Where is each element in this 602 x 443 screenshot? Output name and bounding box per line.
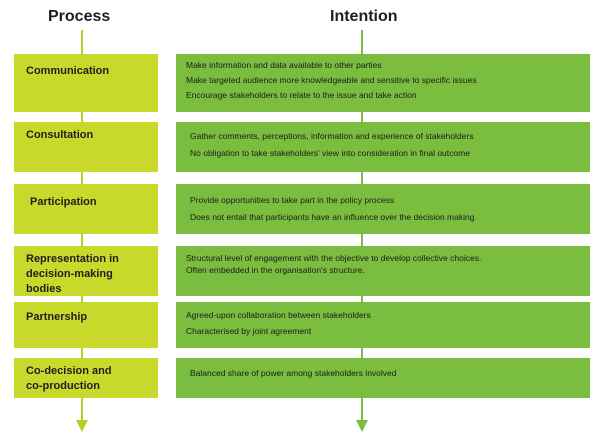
- intention-line: Structural level of engagement with the …: [186, 253, 482, 263]
- intention-line: Characterised by joint agreement: [186, 326, 312, 336]
- intention-line: Does not entail that participants have a…: [190, 212, 475, 222]
- process-label-line-1: Representation in: [26, 253, 119, 265]
- process-box-codecision: Co-decision and co-production: [14, 358, 158, 398]
- intention-box-representation: Structural level of engagement with the …: [176, 246, 590, 296]
- process-box-representation: Representation in decision-making bodies: [14, 246, 158, 296]
- intention-line: Agreed-upon collaboration between stakeh…: [186, 310, 371, 320]
- process-label: Participation: [30, 196, 97, 208]
- process-label-line-1: Co-decision and: [26, 365, 112, 377]
- intention-box-participation: Provide opportunities to take part in th…: [176, 184, 590, 234]
- process-box-consultation: Consultation: [14, 122, 158, 172]
- intention-line: Balanced share of power among stakeholde…: [190, 368, 397, 378]
- intention-line: Often embedded in the organisation's str…: [186, 265, 365, 275]
- process-label: Consultation: [26, 129, 94, 141]
- intention-line: Make targeted audience more knowledgeabl…: [186, 75, 477, 85]
- intention-line: Provide opportunities to take part in th…: [190, 195, 395, 205]
- intention-header: Intention: [330, 8, 398, 25]
- process-box-participation: Participation: [14, 184, 158, 234]
- intention-box-partnership: Agreed-upon collaboration between stakeh…: [176, 302, 590, 348]
- process-header: Process: [48, 8, 111, 25]
- intention-line: Encourage stakeholders to relate to the …: [186, 90, 417, 100]
- intention-line: No obligation to take stakeholders' view…: [190, 148, 470, 158]
- process-label: Communication: [26, 65, 110, 77]
- process-box-communication: Communication: [14, 54, 158, 112]
- process-label-line-2: decision-making bodies: [26, 268, 113, 295]
- intention-line: Make information and data available to o…: [186, 60, 382, 70]
- intention-box-consultation: Gather comments, perceptions, informatio…: [176, 122, 590, 172]
- process-label: Partnership: [26, 311, 88, 323]
- intention-line: Gather comments, perceptions, informatio…: [190, 131, 474, 141]
- process-arrow-head-icon: [76, 420, 88, 432]
- process-label-line-2: co-production: [26, 380, 100, 392]
- intention-box-codecision: Balanced share of power among stakeholde…: [176, 358, 590, 398]
- intention-box-communication: Make information and data available to o…: [176, 54, 590, 112]
- process-box-partnership: Partnership: [14, 302, 158, 348]
- intention-arrow-head-icon: [356, 420, 368, 432]
